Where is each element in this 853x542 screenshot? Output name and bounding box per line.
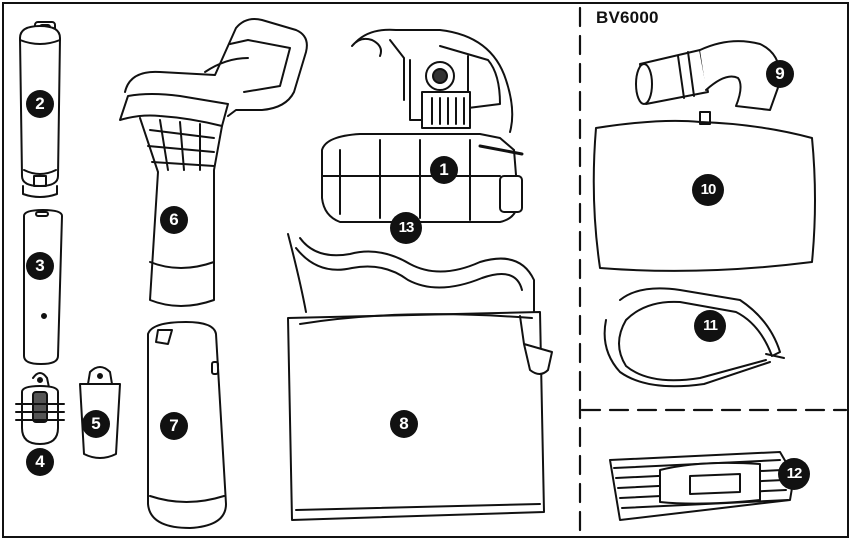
callout-3: 3: [26, 252, 54, 280]
lower-tube-icon: [23, 209, 63, 365]
callout-1: 1: [430, 156, 458, 184]
concentrator-nozzle-icon: [15, 372, 65, 445]
leaf-collection-bag-icon: [287, 233, 553, 521]
mulching-blade-icon: [609, 451, 795, 521]
callout-12: 12: [778, 458, 810, 490]
callout-4: 4: [26, 448, 54, 476]
blower-motor-unit-icon: [321, 28, 524, 223]
callout-13: 13: [390, 212, 422, 244]
elbow-adapter-icon: [635, 40, 782, 111]
callout-8: 8: [390, 410, 418, 438]
vacuum-intake-tube-icon: [119, 18, 308, 307]
callout-10: 10: [692, 174, 724, 206]
model-label: BV6000: [596, 8, 659, 27]
callout-9: 9: [766, 60, 794, 88]
shoulder-strap-icon: [603, 287, 785, 388]
callout-6: 6: [160, 206, 188, 234]
section-dividers: [578, 6, 848, 537]
callout-2: 2: [26, 90, 54, 118]
callout-5: 5: [82, 410, 110, 438]
callout-11: 11: [694, 310, 726, 342]
callout-7: 7: [160, 412, 188, 440]
